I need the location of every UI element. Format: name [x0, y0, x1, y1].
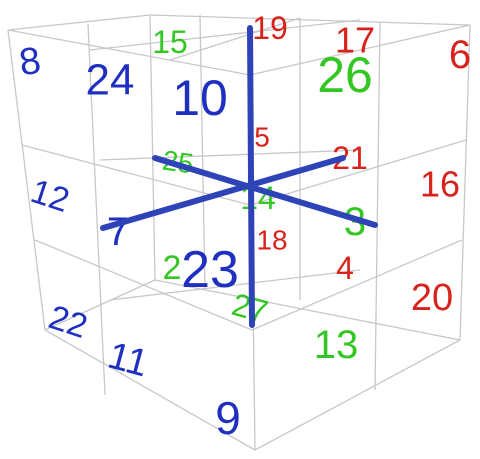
cube-wireframe	[7, 14, 471, 451]
edge	[109, 269, 361, 301]
edge	[249, 139, 467, 206]
cube-number: 17	[335, 20, 375, 61]
left-diagonal-axis	[100, 155, 346, 231]
cube-number: 7	[107, 210, 129, 254]
cube-number: 2	[163, 249, 182, 287]
cube-number: 19	[252, 10, 288, 46]
cube-number: 23	[181, 241, 239, 299]
edge	[7, 29, 251, 76]
cube-number: 4	[336, 250, 354, 286]
edge	[89, 19, 361, 51]
cube-number: 13	[314, 323, 359, 367]
edge	[99, 149, 361, 161]
cube-labels: 8 24 15 10 19 17 26 6 5 25 21 12 16 14 7…	[17, 10, 472, 444]
cube-number: 6	[449, 33, 471, 77]
edge	[7, 29, 46, 331]
edge	[149, 14, 156, 281]
edge	[154, 279, 461, 341]
edge	[169, 17, 301, 61]
edge	[149, 14, 471, 26]
edge	[44, 279, 156, 331]
cube-number: 20	[411, 277, 453, 319]
edge	[199, 14, 206, 291]
cube-number: 12	[26, 172, 74, 220]
right-diagonal-axis	[152, 155, 378, 228]
cube-number: 8	[17, 40, 44, 85]
cube-number: 18	[256, 225, 287, 256]
cube-number: 15	[152, 24, 188, 60]
cube-number: 24	[86, 56, 135, 105]
edge	[459, 24, 471, 341]
edge	[251, 239, 463, 331]
cube-number: 11	[104, 335, 153, 386]
edge	[254, 339, 461, 451]
cube-number: 26	[317, 47, 373, 103]
cube-number: 16	[420, 164, 460, 205]
edge	[249, 24, 471, 76]
cube-number: 10	[172, 70, 228, 126]
cube-number: 5	[254, 122, 270, 153]
vertical-axis	[247, 25, 255, 328]
edge	[44, 329, 256, 451]
cube-number: 22	[44, 298, 92, 346]
edge	[7, 14, 151, 31]
axis-star	[100, 25, 378, 328]
cube-number: 9	[215, 392, 241, 444]
edge	[34, 239, 253, 331]
edge	[374, 21, 381, 391]
edge	[87, 23, 106, 396]
